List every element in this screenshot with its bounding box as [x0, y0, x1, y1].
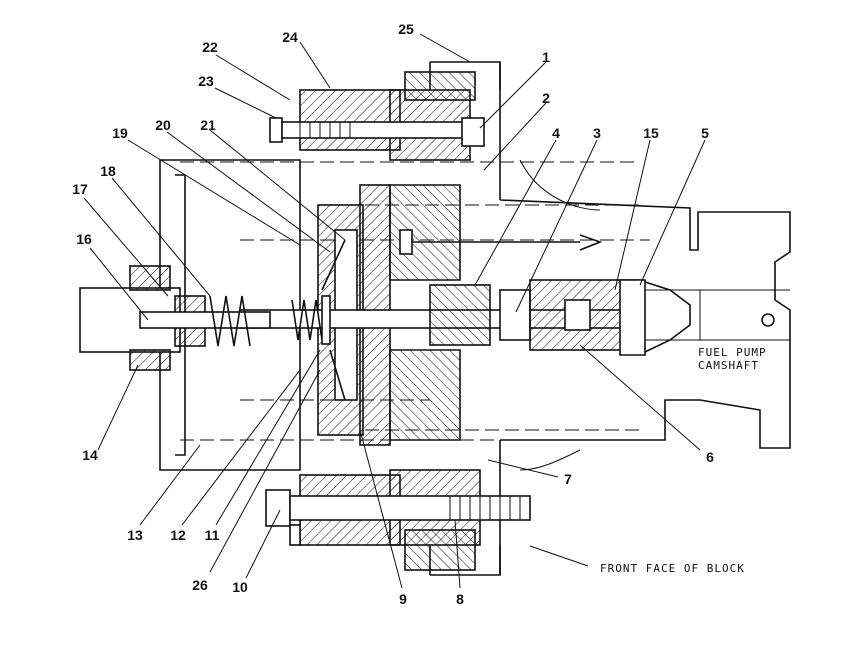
callout-23: 23: [198, 73, 214, 89]
callout-4: 4: [552, 125, 560, 141]
leader-lines: [83, 33, 706, 589]
callout-8: 8: [456, 591, 464, 607]
callout-17: 17: [72, 181, 88, 197]
callout-3: 3: [593, 125, 601, 141]
callout-1: 1: [542, 49, 550, 65]
callout-18: 18: [100, 163, 116, 179]
callout-2: 2: [542, 90, 550, 106]
callout-12: 12: [170, 527, 186, 543]
front-face-label: FRONT FACE OF BLOCK: [600, 562, 745, 575]
callout-14: 14: [82, 447, 98, 463]
callout-20: 20: [155, 117, 171, 133]
callout-15: 15: [643, 125, 659, 141]
callout-21: 21: [200, 117, 216, 133]
housing: [299, 61, 501, 576]
adjuster-assembly: [79, 239, 346, 401]
callout-19: 19: [112, 125, 128, 141]
camshaft-label-line1: FUEL PUMP: [698, 346, 767, 359]
callout-22: 22: [202, 39, 218, 55]
top-bolt: [269, 117, 485, 147]
callout-6: 6: [706, 449, 714, 465]
callout-10: 10: [232, 579, 248, 595]
callout-9: 9: [399, 591, 407, 607]
callout-16: 16: [76, 231, 92, 247]
bottom-bolt: [265, 489, 531, 546]
shaft-assembly: [239, 229, 691, 356]
callout-26: 26: [192, 577, 208, 593]
callout-5: 5: [701, 125, 709, 141]
callout-7: 7: [564, 471, 572, 487]
notes: FUEL PUMP CAMSHAFT FRONT FACE OF BLOCK: [600, 346, 767, 575]
camshaft-hole: [761, 313, 775, 327]
callout-labels: 1 2 3 4 5 6 7 8 9 10 11 12 13 14 15 16 1…: [72, 21, 714, 607]
callout-24: 24: [282, 29, 298, 45]
camshaft-label-line2: CAMSHAFT: [698, 359, 759, 372]
callout-11: 11: [205, 527, 220, 543]
bore-lines: [365, 204, 640, 431]
callout-13: 13: [127, 527, 143, 543]
callout-25: 25: [398, 21, 414, 37]
